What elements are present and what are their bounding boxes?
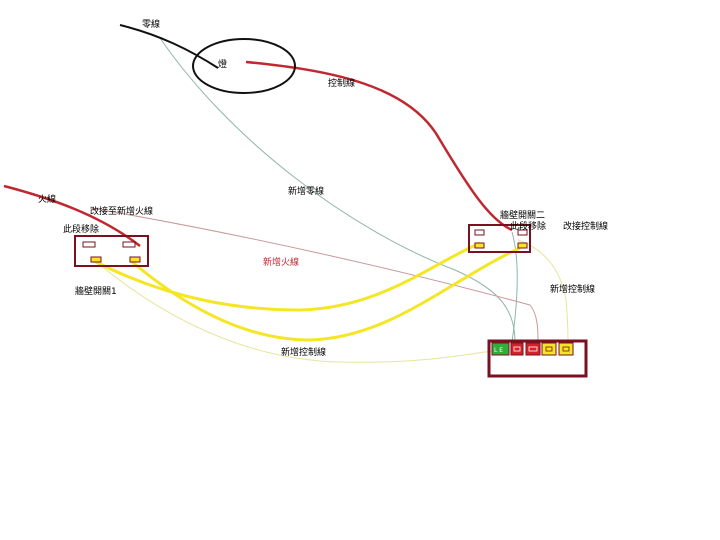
lamp-circle: [192, 38, 296, 94]
terminal-block: L E: [487, 339, 588, 378]
new-live-wire: [89, 207, 539, 343]
label-new-control-right: 新增控制線: [550, 283, 595, 295]
new-control-wire-right: [517, 239, 569, 343]
label-reconnect-control: 改接控制線: [563, 220, 608, 232]
label-new-control-bottom: 新增控制線: [281, 346, 326, 358]
removed-segment-right: [511, 231, 518, 343]
neutral-wire: [119, 24, 219, 69]
label-switch-one: 牆壁開關1: [75, 285, 117, 297]
new-neutral-wire: [159, 37, 516, 343]
switch-two: [468, 224, 531, 253]
traveler-wire-1: [91, 241, 481, 312]
traveler-wire-2: [129, 246, 521, 342]
label-live: 火線: [38, 193, 56, 205]
label-remove-right: 此段移除: [510, 220, 546, 232]
switch-one: [74, 235, 149, 267]
label-switch-two: 牆壁開關二: [500, 209, 545, 221]
control-wire: [245, 60, 513, 232]
label-control: 控制線: [328, 77, 355, 89]
label-reconnect-live: 改接至新增火線: [90, 205, 153, 217]
label-neutral: 零線: [142, 18, 160, 30]
terminal-label-first: L E: [494, 347, 503, 354]
label-new-neutral: 新增零線: [288, 185, 324, 197]
label-remove-left: 此段移除: [63, 223, 99, 235]
new-control-wire-bottom: [99, 264, 501, 363]
label-lamp: 燈: [218, 58, 227, 70]
label-new-live: 新增火線: [263, 256, 299, 268]
